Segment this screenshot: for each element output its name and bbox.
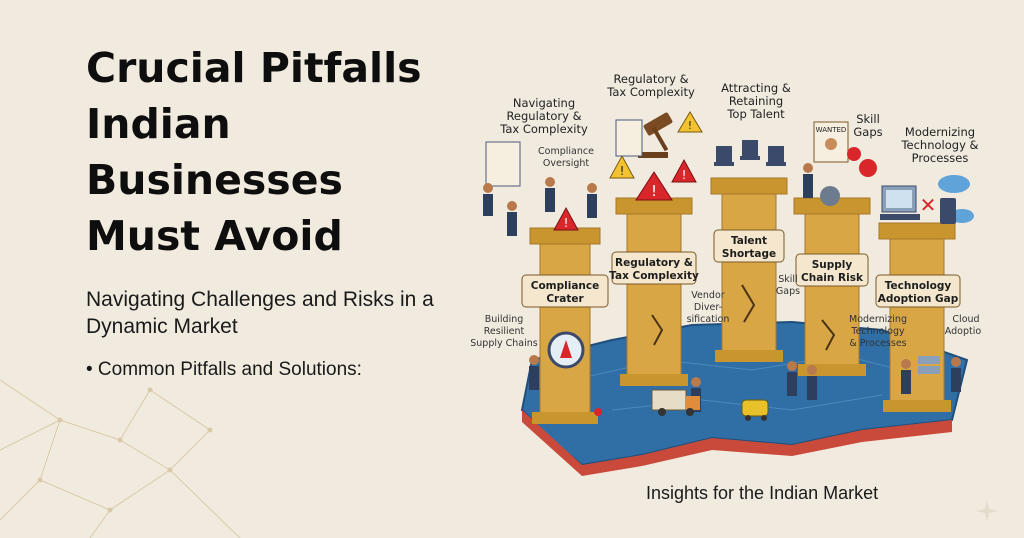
- plaque-supply-chain: Supply Chain Risk: [795, 253, 869, 287]
- svg-text:Attracting &: Attracting &: [721, 81, 791, 95]
- svg-text:Crater: Crater: [546, 293, 584, 305]
- warning-icon: !: [609, 154, 635, 179]
- page-subtitle: Navigating Challenges and Risks in a Dyn…: [86, 288, 434, 338]
- plaque-regulatory: Regulatory & Tax Complexity: [609, 251, 699, 285]
- svg-text:Modernizing: Modernizing: [849, 314, 907, 325]
- label-skill-gaps-side: Skill Gaps: [776, 274, 800, 297]
- label-skill-gaps-top: Skill Gaps: [853, 112, 882, 139]
- svg-text:Compliance: Compliance: [531, 280, 599, 292]
- pillar-technology: [878, 222, 956, 412]
- pillars-illustration: Compliance Crater Regulatory & Tax Compl…: [470, 72, 982, 476]
- footer-caption: Insights for the Indian Market: [646, 483, 879, 503]
- svg-text:Supply Chains: Supply Chains: [470, 338, 538, 349]
- label-cloud-adoption: Cloud Adoption: [945, 314, 982, 337]
- svg-text:!: !: [688, 119, 692, 132]
- warning-icon: !: [671, 158, 697, 183]
- svg-text:Adoption Gap: Adoption Gap: [878, 293, 959, 305]
- compass-icon: [547, 331, 585, 369]
- bullet-common-pitfalls: • Common Pitfalls and Solutions:: [86, 359, 362, 380]
- svg-text:WANTED: WANTED: [816, 126, 847, 134]
- gear-icon: [820, 186, 840, 206]
- svg-text:Vendor: Vendor: [691, 290, 724, 301]
- label-compliance-oversight: Compliance Oversight: [538, 146, 594, 169]
- warning-icon: !: [677, 111, 703, 133]
- svg-text:Technology: Technology: [885, 280, 952, 292]
- server-stack-icon: [918, 356, 940, 374]
- svg-text:Regulatory &: Regulatory &: [506, 109, 581, 123]
- label-modernizing: Modernizing Technology & Processes: [900, 125, 978, 165]
- label-navigating-regulatory: Navigating Regulatory & Tax Complexity: [499, 96, 588, 136]
- label-building-supply-chains: Building Resilient Supply Chains: [470, 314, 538, 349]
- svg-text:Technology: Technology: [850, 326, 905, 337]
- svg-text:Talent: Talent: [731, 235, 767, 247]
- svg-text:Processes: Processes: [912, 151, 969, 165]
- plaque-talent: Talent Shortage: [713, 229, 785, 263]
- location-pin-icon: [594, 408, 602, 416]
- svg-text:Skill: Skill: [856, 112, 880, 126]
- svg-text:Chain Risk: Chain Risk: [801, 272, 864, 284]
- gavel-icon: [638, 112, 673, 158]
- wanted-poster-icon: WANTED: [813, 121, 849, 163]
- svg-text:& Processes: & Processes: [849, 338, 906, 349]
- svg-text:!: !: [682, 168, 687, 182]
- cross-icon: ✕: [920, 193, 937, 217]
- svg-text:Cloud: Cloud: [952, 314, 979, 325]
- label-vendor-diversification: Vendor Diver- sification: [687, 290, 730, 325]
- svg-text:Tax Complexity: Tax Complexity: [609, 270, 699, 282]
- svg-text:Regulatory &: Regulatory &: [613, 72, 688, 86]
- pillar-compliance-crater: [529, 227, 601, 424]
- auto-rickshaw-icon: [741, 399, 769, 421]
- svg-text:Compliance: Compliance: [538, 146, 594, 157]
- label-modernizing-small: Modernizing Technology & Processes: [849, 314, 907, 349]
- truck-icon: [651, 389, 700, 416]
- svg-text:!: !: [651, 182, 657, 200]
- sparkle-icon: [976, 500, 998, 522]
- svg-text:Diver-: Diver-: [694, 302, 722, 313]
- svg-text:!: !: [620, 164, 625, 178]
- svg-text:sification: sification: [687, 314, 730, 325]
- svg-text:Skill: Skill: [778, 274, 797, 285]
- computer-icon: [880, 185, 920, 220]
- warning-icon: !: [635, 171, 673, 201]
- svg-text:Gaps: Gaps: [853, 125, 882, 139]
- plaque-compliance-crater: Compliance Crater: [521, 274, 609, 308]
- svg-text:Navigating: Navigating: [513, 96, 575, 110]
- svg-text:!: !: [564, 216, 569, 230]
- gear-icon: [847, 147, 877, 177]
- svg-text:Oversight: Oversight: [543, 158, 589, 169]
- svg-text:Tax Complexity: Tax Complexity: [499, 122, 588, 136]
- svg-text:Building: Building: [485, 314, 524, 325]
- svg-text:Regulatory &: Regulatory &: [615, 257, 693, 269]
- svg-text:Modernizing: Modernizing: [905, 125, 975, 139]
- page-title: Crucial Pitfalls Indian Businesses Must …: [86, 44, 422, 260]
- svg-text:Tax Complexity: Tax Complexity: [606, 85, 695, 99]
- warning-icon: !: [553, 206, 579, 231]
- svg-text:Gaps: Gaps: [776, 286, 800, 297]
- chairs-icon: [714, 140, 786, 166]
- pillar-talent: [710, 177, 788, 362]
- svg-text:Resilient: Resilient: [484, 326, 525, 337]
- svg-text:Adoption: Adoption: [945, 326, 982, 337]
- svg-text:Top Talent: Top Talent: [726, 107, 785, 121]
- tablet-icon: [940, 198, 956, 224]
- pillar-supply-chain: [793, 197, 871, 376]
- svg-text:Technology &: Technology &: [900, 138, 978, 152]
- svg-text:Retaining: Retaining: [729, 94, 783, 108]
- label-attracting-talent: Attracting & Retaining Top Talent: [721, 81, 791, 121]
- plaque-technology: Technology Adoption Gap: [875, 274, 961, 308]
- svg-text:Shortage: Shortage: [722, 248, 776, 260]
- label-regulatory-tax: Regulatory & Tax Complexity: [606, 72, 695, 99]
- decorative-network-lines: [0, 379, 241, 538]
- svg-text:Supply: Supply: [812, 259, 853, 271]
- pillar-regulatory: [615, 197, 693, 386]
- clipboard-icon: [485, 119, 643, 187]
